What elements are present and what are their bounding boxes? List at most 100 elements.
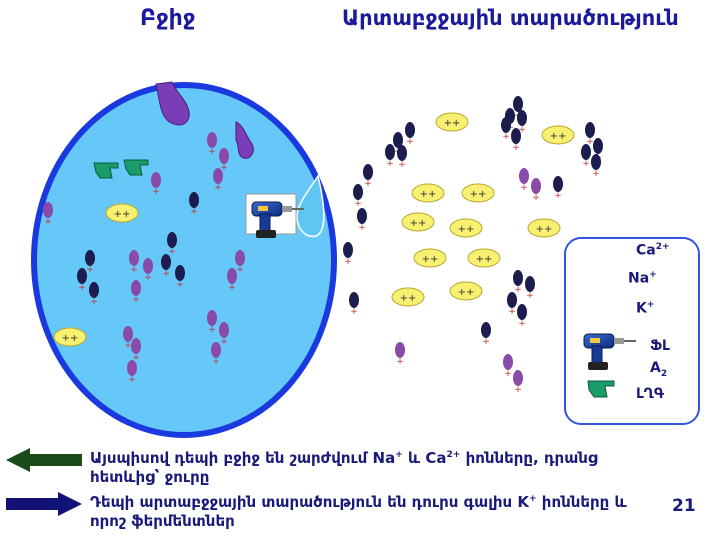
legend-k-label: K+ (636, 300, 655, 317)
ion-charge-label: + (130, 265, 138, 275)
sodium-ion-icon: + (581, 144, 591, 169)
ion-charge-label: + (554, 191, 562, 201)
ion-charge-label: + (208, 147, 216, 157)
outflow-caption: Դեպի արտաբջջային տարածություն են դուրս գ… (90, 493, 627, 530)
ion-charge-label: + (132, 353, 140, 363)
calcium-ion-icon: ++ (461, 183, 495, 203)
sodium-ion-icon: + (591, 154, 601, 179)
ion-charge-label: + (44, 217, 52, 227)
ion-charge-label: ++ (458, 224, 475, 235)
ion-charge-label: + (190, 207, 198, 217)
calcium-ion-icon: ++ (527, 218, 561, 238)
potassium-ion-icon: + (129, 250, 139, 275)
ion-charge-label: + (86, 265, 94, 275)
inflow-arrow (6, 448, 82, 472)
ion-charge-label: + (236, 265, 244, 275)
water-droplet-icon (296, 174, 325, 238)
sodium-ion-icon: + (349, 292, 359, 317)
enzyme-arrow-icon (93, 162, 119, 179)
potassium-ion-icon: + (131, 338, 141, 363)
ion-charge-label: + (514, 285, 522, 295)
potassium-ion-icon: + (207, 310, 217, 335)
calcium-ion-icon: ++ (401, 212, 435, 232)
enzyme-large-icon (155, 81, 190, 126)
sodium-ion-icon: + (189, 192, 199, 217)
ion-charge-label: + (504, 369, 512, 379)
calcium-ion-icon: ++ (541, 125, 575, 145)
ion-charge-label: + (78, 283, 86, 293)
page-number: 21 (672, 496, 696, 516)
potassium-ion-icon: + (43, 202, 53, 227)
legend-na-label: Na+ (628, 270, 657, 287)
sodium-ion-icon: + (481, 322, 491, 347)
ion-charge-label: + (582, 159, 590, 169)
ion-charge-label: + (228, 283, 236, 293)
potassium-ion-icon: + (131, 280, 141, 305)
enzyme-arrow-icon (123, 159, 149, 176)
ion-charge-label: + (152, 187, 160, 197)
ion-charge-label: + (162, 269, 170, 279)
sodium-ion-icon: + (585, 122, 595, 147)
sodium-ion-icon: + (553, 176, 563, 201)
sodium-ion-icon: + (507, 292, 517, 317)
ion-charge-label: ++ (114, 209, 131, 220)
ion-charge-label: + (124, 341, 132, 351)
calcium-ion-icon: ++ (467, 248, 501, 268)
potassium-ion-icon: + (207, 132, 217, 157)
ion-charge-label: + (144, 273, 152, 283)
ion-charge-label: + (586, 137, 594, 147)
ion-charge-label: + (502, 132, 510, 142)
ion-charge-label: + (526, 291, 534, 301)
sodium-ion-icon: + (513, 270, 523, 295)
sodium-ion-icon: + (357, 208, 367, 233)
ion-charge-label: ++ (550, 131, 567, 142)
sodium-ion-icon: + (353, 184, 363, 209)
ion-charge-label: + (344, 257, 352, 267)
calcium-ion-icon: ++ (53, 327, 87, 347)
ion-charge-label: ++ (476, 254, 493, 265)
legend-drill-label-2: A2 (650, 360, 668, 379)
ion-charge-label: ++ (536, 224, 553, 235)
potassium-ion-icon: + (219, 148, 229, 173)
ion-charge-label: + (514, 385, 522, 395)
ion-charge-label: + (518, 125, 526, 135)
potassium-ion-icon: + (211, 342, 221, 367)
sodium-ion-icon: + (511, 128, 521, 153)
ion-charge-label: + (592, 169, 600, 179)
ion-charge-label: + (520, 183, 528, 193)
ion-charge-label: + (350, 307, 358, 317)
legend-drill-label-1: ՖԼ (650, 338, 670, 354)
legend-ca-label: Ca2+ (636, 242, 670, 259)
drill-icon (245, 193, 305, 239)
ion-charge-label: ++ (470, 189, 487, 200)
ion-charge-label: + (386, 159, 394, 169)
outflow-arrow (6, 492, 82, 516)
sodium-ion-icon: + (85, 250, 95, 275)
calcium-ion-icon: ++ (105, 203, 139, 223)
extracellular-title: Արտաբջջային տարածություն (342, 6, 679, 30)
ion-charge-label: + (212, 357, 220, 367)
legend-enzyme-icon (587, 380, 615, 398)
sodium-ion-icon: + (525, 276, 535, 301)
potassium-ion-icon: + (227, 268, 237, 293)
potassium-ion-icon: + (143, 258, 153, 283)
legend-box (564, 237, 700, 425)
ion-charge-label: + (214, 183, 222, 193)
ion-charge-label: + (364, 179, 372, 189)
potassium-ion-icon: + (123, 326, 133, 351)
potassium-ion-icon: + (513, 370, 523, 395)
ion-charge-label: + (220, 163, 228, 173)
inflow-caption: Այսպիսով դեպի բջիջ են շարժվում Na+ և Ca2… (90, 449, 598, 486)
potassium-ion-icon: + (127, 360, 137, 385)
cell-title: Բջիջ (140, 6, 196, 31)
sodium-ion-icon: + (167, 232, 177, 257)
calcium-ion-icon: ++ (413, 248, 447, 268)
ion-charge-label: + (518, 319, 526, 329)
ion-charge-label: + (132, 295, 140, 305)
sodium-ion-icon: + (385, 144, 395, 169)
sodium-ion-icon: + (405, 122, 415, 147)
enzyme-small-icon (235, 121, 254, 159)
sodium-ion-icon: + (517, 304, 527, 329)
ion-charge-label: ++ (458, 287, 475, 298)
